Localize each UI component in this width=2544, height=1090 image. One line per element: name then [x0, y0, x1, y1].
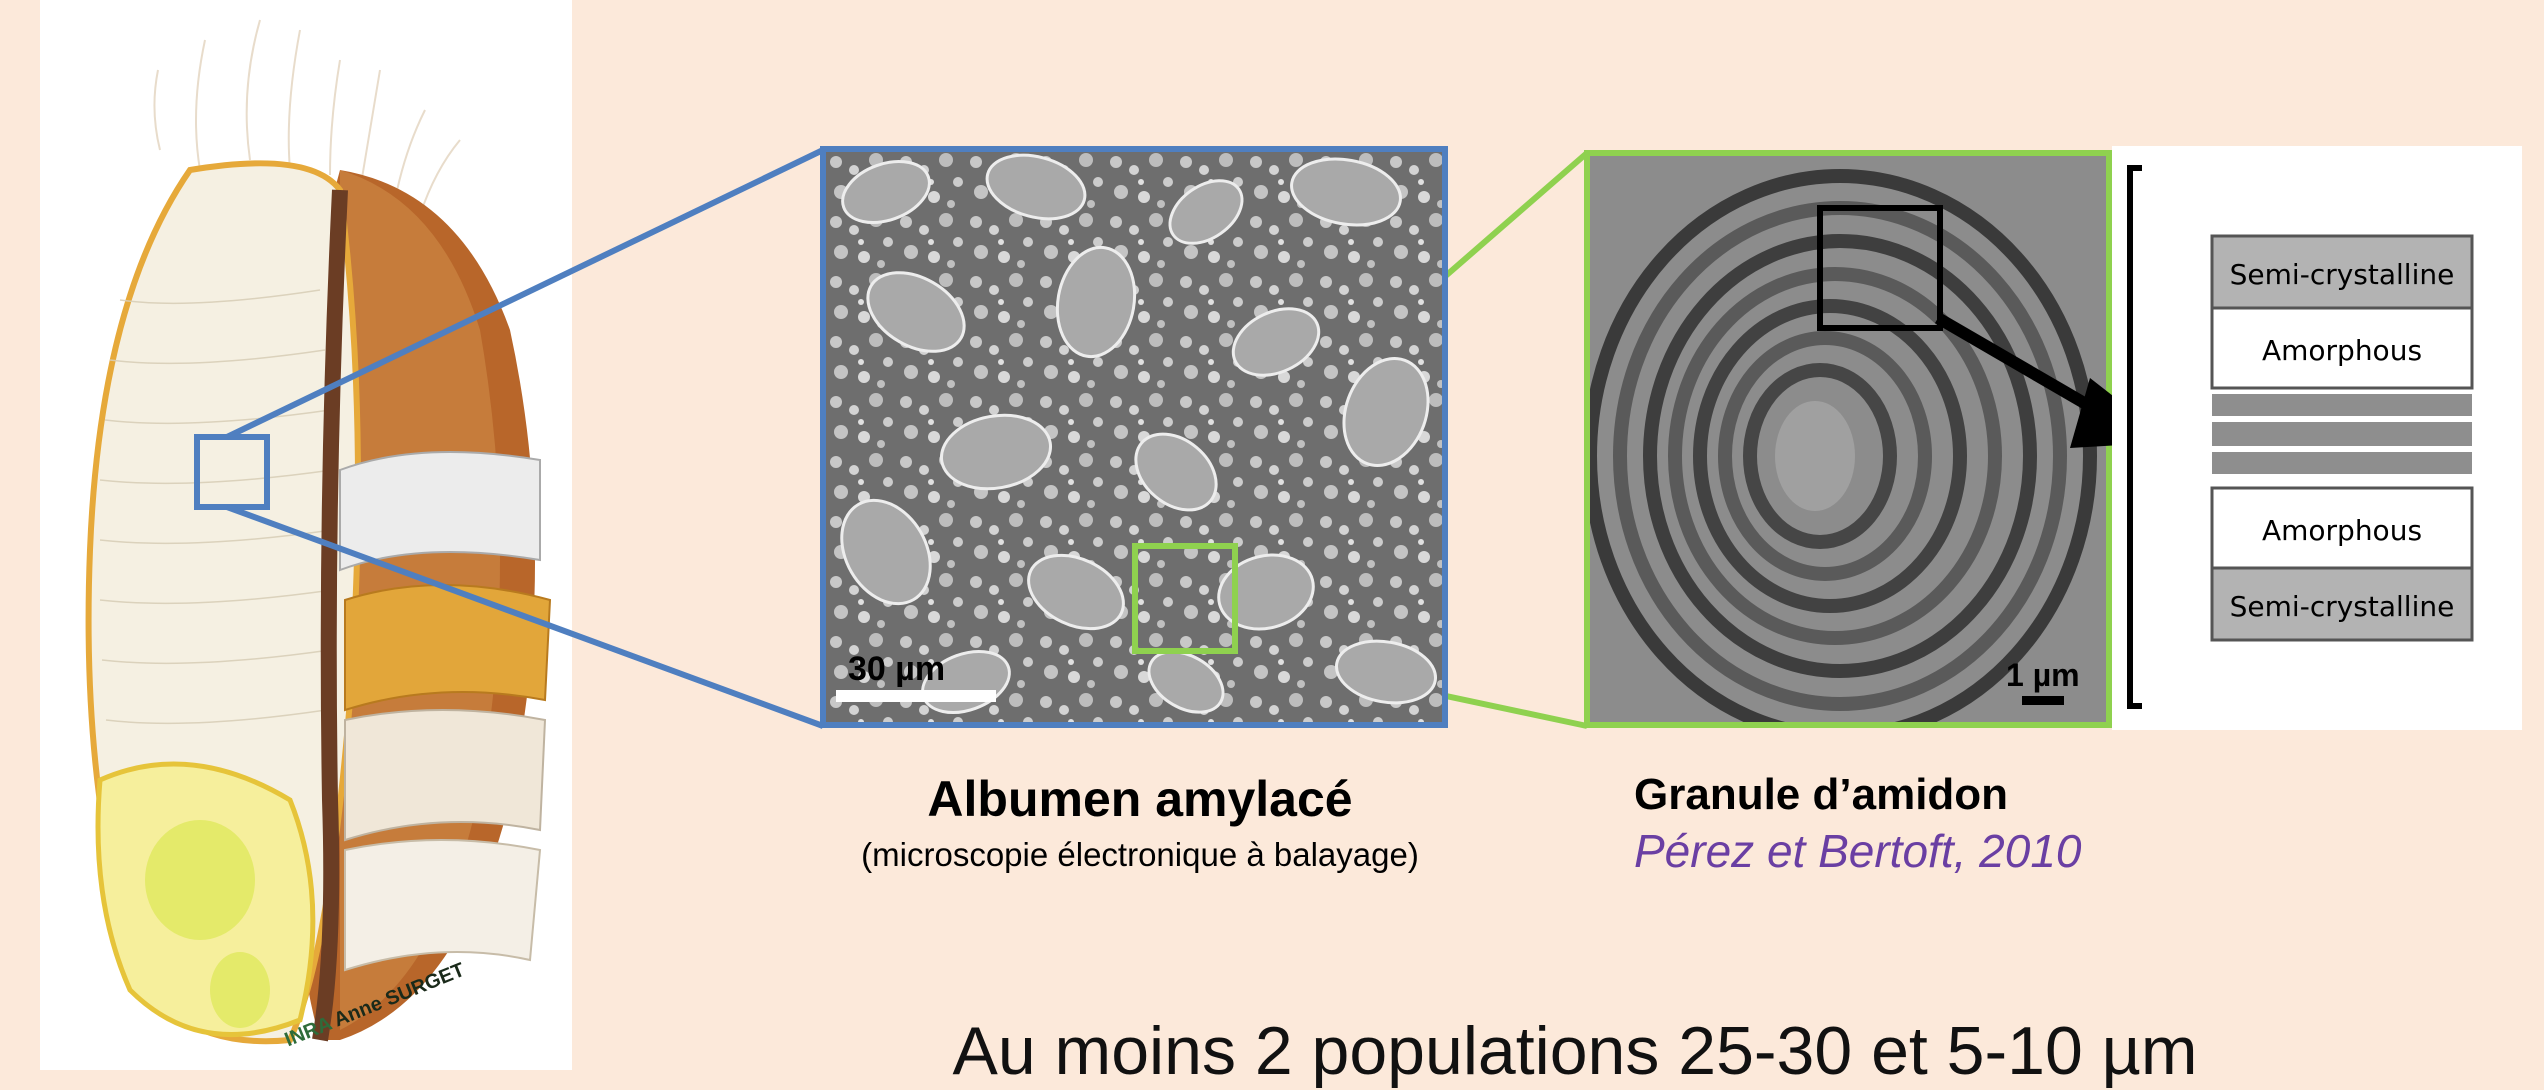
bracket: [2127, 165, 2142, 709]
tem-citation: Pérez et Bertoft, 2010: [1634, 825, 2082, 877]
tem-micrograph: 1 µm: [1584, 150, 2112, 728]
sem-scale-label: 30 µm: [848, 650, 945, 688]
tem-scale-bar: [2022, 696, 2064, 705]
sem-title: Albumen amylacé: [927, 771, 1353, 827]
green-zoom-box: [1132, 543, 1238, 654]
detail-zoom-box: [1817, 205, 1943, 331]
wheat-grain-illustration: [40, 0, 572, 1070]
blue-connector-top: [225, 147, 825, 440]
layer-semicrystalline-top: Semi-crystalline: [2230, 258, 2455, 291]
scale-bar: [836, 690, 996, 702]
sem-subtitle: (microscopie électronique à balayage): [861, 836, 1419, 873]
blue-connector-bottom: [225, 504, 825, 729]
sem-micrograph: 30 µm: [820, 146, 1448, 728]
layer-amorphous-top: Amorphous: [2262, 334, 2422, 367]
layer-amorphous-bottom: Amorphous: [2262, 514, 2422, 547]
tem-title: Granule d’amidon: [1634, 770, 2009, 819]
conclusion-text: Au moins 2 populations 25-30 et 5-10 µm: [952, 1013, 2198, 1089]
lamellae-diagram: Semi-crystalline Amorphous Amorphous Sem…: [2112, 146, 2522, 730]
layer-semicrystalline-bottom: Semi-crystalline: [2230, 590, 2455, 623]
tem-scale-label: 1 µm: [2006, 657, 2080, 693]
